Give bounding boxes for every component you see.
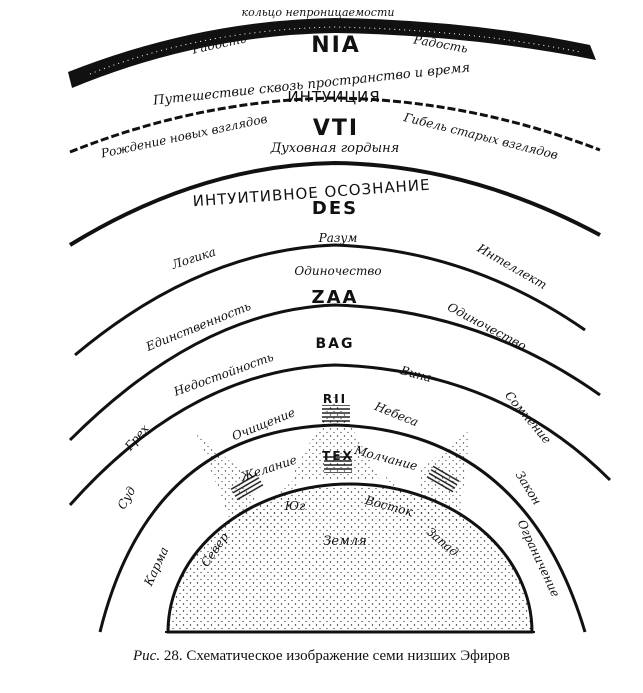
zaa-right-label: Одиночество bbox=[445, 300, 529, 353]
vti-left-label: Рождение новых взглядов bbox=[99, 112, 269, 161]
arc-rii bbox=[68, 363, 612, 506]
ether-des: DES bbox=[312, 198, 358, 219]
rii-right-label: Небеса bbox=[372, 399, 421, 430]
ether-vti: VTI bbox=[313, 116, 359, 141]
caption-prefix: Рис. bbox=[133, 648, 161, 664]
caption-text: 28. Схематическое изображение семи низши… bbox=[163, 648, 510, 664]
vti-center-label: Духовная гордыня bbox=[270, 141, 400, 156]
bag-right-label: Вина bbox=[398, 363, 433, 385]
glow-cone-mid-right bbox=[385, 475, 440, 540]
rii-hatch bbox=[322, 405, 350, 427]
tex-hatch bbox=[324, 455, 352, 473]
arc-des bbox=[68, 160, 601, 247]
bag-left-label: Недостойность bbox=[171, 350, 276, 399]
glow-cone-center bbox=[290, 395, 380, 480]
tex-outer-left: Карма bbox=[141, 545, 172, 589]
earth-label: Земля bbox=[323, 534, 366, 549]
left-hatch bbox=[229, 471, 265, 503]
des-left-label: Логика bbox=[169, 245, 217, 273]
arc-bag bbox=[68, 303, 601, 442]
bag-outer-right: Сомнение bbox=[502, 388, 554, 446]
des-below-label: Одиночество bbox=[294, 264, 381, 278]
earth-south: Юг bbox=[284, 499, 305, 513]
nia-concept: ИНТУИЦИЯ bbox=[287, 88, 380, 106]
rii-left-label: Очищение bbox=[230, 405, 297, 443]
ether-zaa: ZAA bbox=[312, 287, 359, 308]
ether-nia: NIA bbox=[311, 33, 361, 58]
glow-cone-left bbox=[195, 430, 270, 530]
tex-left-label: Желание bbox=[238, 453, 299, 485]
figure-caption: Рис. 28. Схематическое изображение семи … bbox=[0, 648, 643, 665]
des-center-label: Разум bbox=[318, 231, 358, 245]
arc-tex bbox=[98, 423, 587, 633]
vti-right-label: Гибель старых взглядов bbox=[401, 110, 559, 162]
des-right-label: Интеллект bbox=[474, 241, 549, 293]
arc-vti bbox=[69, 96, 601, 154]
earth-dome bbox=[166, 482, 534, 634]
outer-band-speckle bbox=[89, 26, 581, 75]
ether-tex: TEX bbox=[322, 449, 354, 463]
ether-bag: BAG bbox=[316, 336, 355, 352]
arc-zaa bbox=[74, 243, 586, 357]
ether-rii: RII bbox=[323, 392, 347, 406]
right-hatch bbox=[425, 463, 461, 495]
band-title: кольцо непроницаемости bbox=[242, 6, 395, 19]
glow-cone-mid bbox=[245, 475, 300, 540]
rii-outer-left: Суд bbox=[115, 484, 139, 512]
outer-band bbox=[68, 18, 596, 88]
